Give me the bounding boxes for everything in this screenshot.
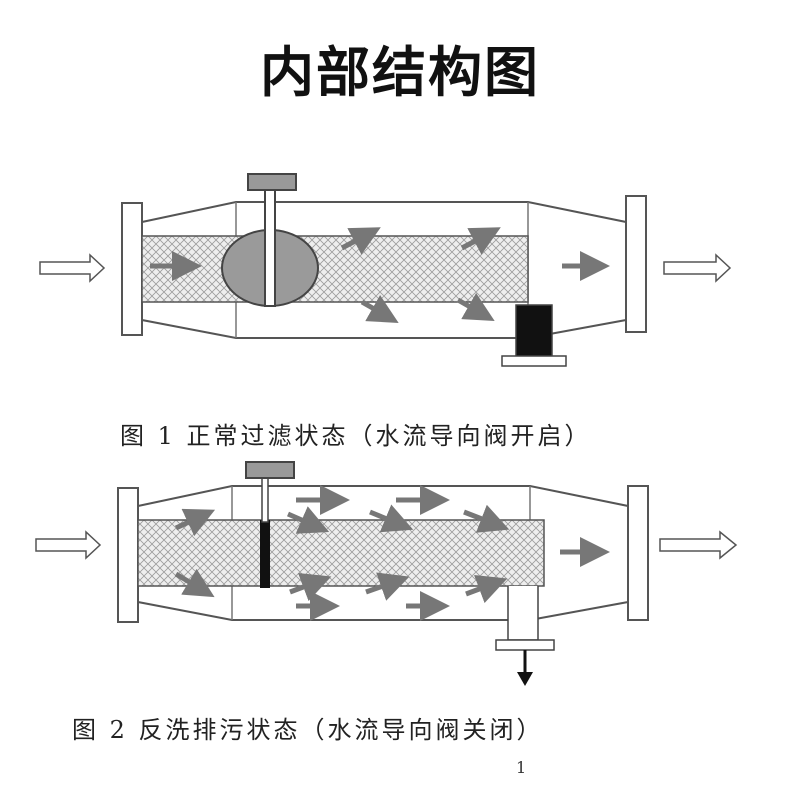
arrow-down-icon bbox=[517, 650, 533, 686]
diverter-valve-closed bbox=[260, 520, 270, 588]
right-flange bbox=[625, 195, 647, 333]
valve-handle bbox=[247, 173, 297, 191]
left-flange bbox=[121, 202, 143, 336]
valve-stem bbox=[261, 475, 269, 523]
page-title: 内部结构图 bbox=[260, 41, 540, 104]
drain-pipe-closed bbox=[515, 304, 553, 358]
figure-1-normal-filtering bbox=[39, 173, 732, 367]
flow-arrows-fig2 bbox=[174, 485, 610, 621]
valve-stem bbox=[264, 189, 276, 307]
drain-base bbox=[495, 639, 555, 651]
flow-arrows-fig1 bbox=[150, 227, 610, 323]
drain-pipe-open bbox=[507, 586, 539, 641]
arrow-right-icon bbox=[39, 253, 106, 283]
filter-screen bbox=[137, 519, 545, 587]
arrow-right-icon bbox=[663, 253, 732, 283]
arrow-right-icon bbox=[659, 530, 738, 560]
right-flange bbox=[627, 485, 649, 621]
page-number: 1 bbox=[516, 758, 527, 777]
valve-handle bbox=[245, 461, 295, 479]
arrow-right-icon bbox=[35, 530, 102, 560]
left-flange bbox=[117, 487, 139, 623]
drain-base bbox=[501, 355, 567, 367]
figure-1-caption: 图 1 正常过滤状态（水流导向阀开启） bbox=[120, 422, 592, 450]
figure-2-caption: 图 2 反洗排污状态（水流导向阀关闭） bbox=[72, 716, 544, 744]
figure-2-backwash bbox=[35, 461, 738, 686]
